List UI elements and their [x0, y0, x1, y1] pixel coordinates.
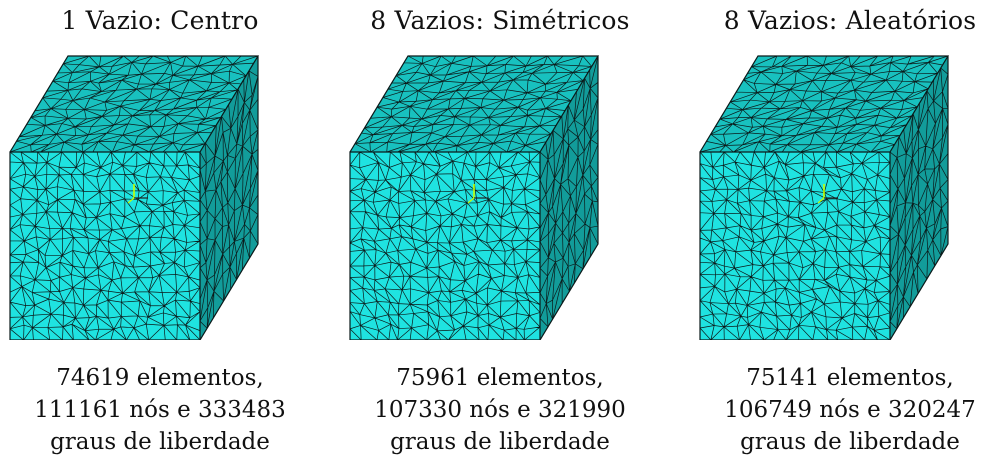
triad-z-axis-icon	[467, 197, 475, 204]
mesh-stats: 74619 elementos, 111161 nós e 333483 gra…	[0, 362, 320, 458]
mesh-stats: 75141 elementos, 106749 nós e 320247 gra…	[690, 362, 989, 458]
nodes-dof: 106749 nós e 320247	[724, 397, 976, 423]
dof-label: graus de liberdade	[390, 429, 610, 455]
triad-z-axis-icon	[127, 197, 135, 204]
dof-label: graus de liberdade	[740, 429, 960, 455]
dof-label: graus de liberdade	[50, 429, 270, 455]
mesh-cube-icon	[349, 55, 600, 340]
nodes-dof: 107330 nós e 321990	[374, 397, 626, 423]
mesh-cube-icon	[699, 55, 950, 340]
mesh-cube-icon	[9, 55, 260, 340]
panel-title: 8 Vazios: Aleatórios	[723, 6, 977, 35]
panel-title: 8 Vazios: Simétricos	[370, 6, 630, 35]
mesh-panel-random: 8 Vazios: Aleatórios 75141 elementos, 10…	[690, 0, 989, 464]
element-count: 74619 elementos,	[56, 365, 264, 391]
element-count: 75961 elementos,	[396, 365, 604, 391]
element-count: 75141 elementos,	[746, 365, 954, 391]
nodes-dof: 111161 nós e 333483	[34, 397, 286, 423]
panel-title: 1 Vazio: Centro	[61, 6, 259, 35]
triad-z-axis-icon	[817, 197, 825, 204]
mesh-stats: 75961 elementos, 107330 nós e 321990 gra…	[340, 362, 660, 458]
mesh-panel-center: 1 Vazio: Centro 74619 elementos, 111161 …	[0, 0, 320, 464]
mesh-panel-symmetric: 8 Vazios: Simétricos 75961 elementos, 10…	[340, 0, 660, 464]
